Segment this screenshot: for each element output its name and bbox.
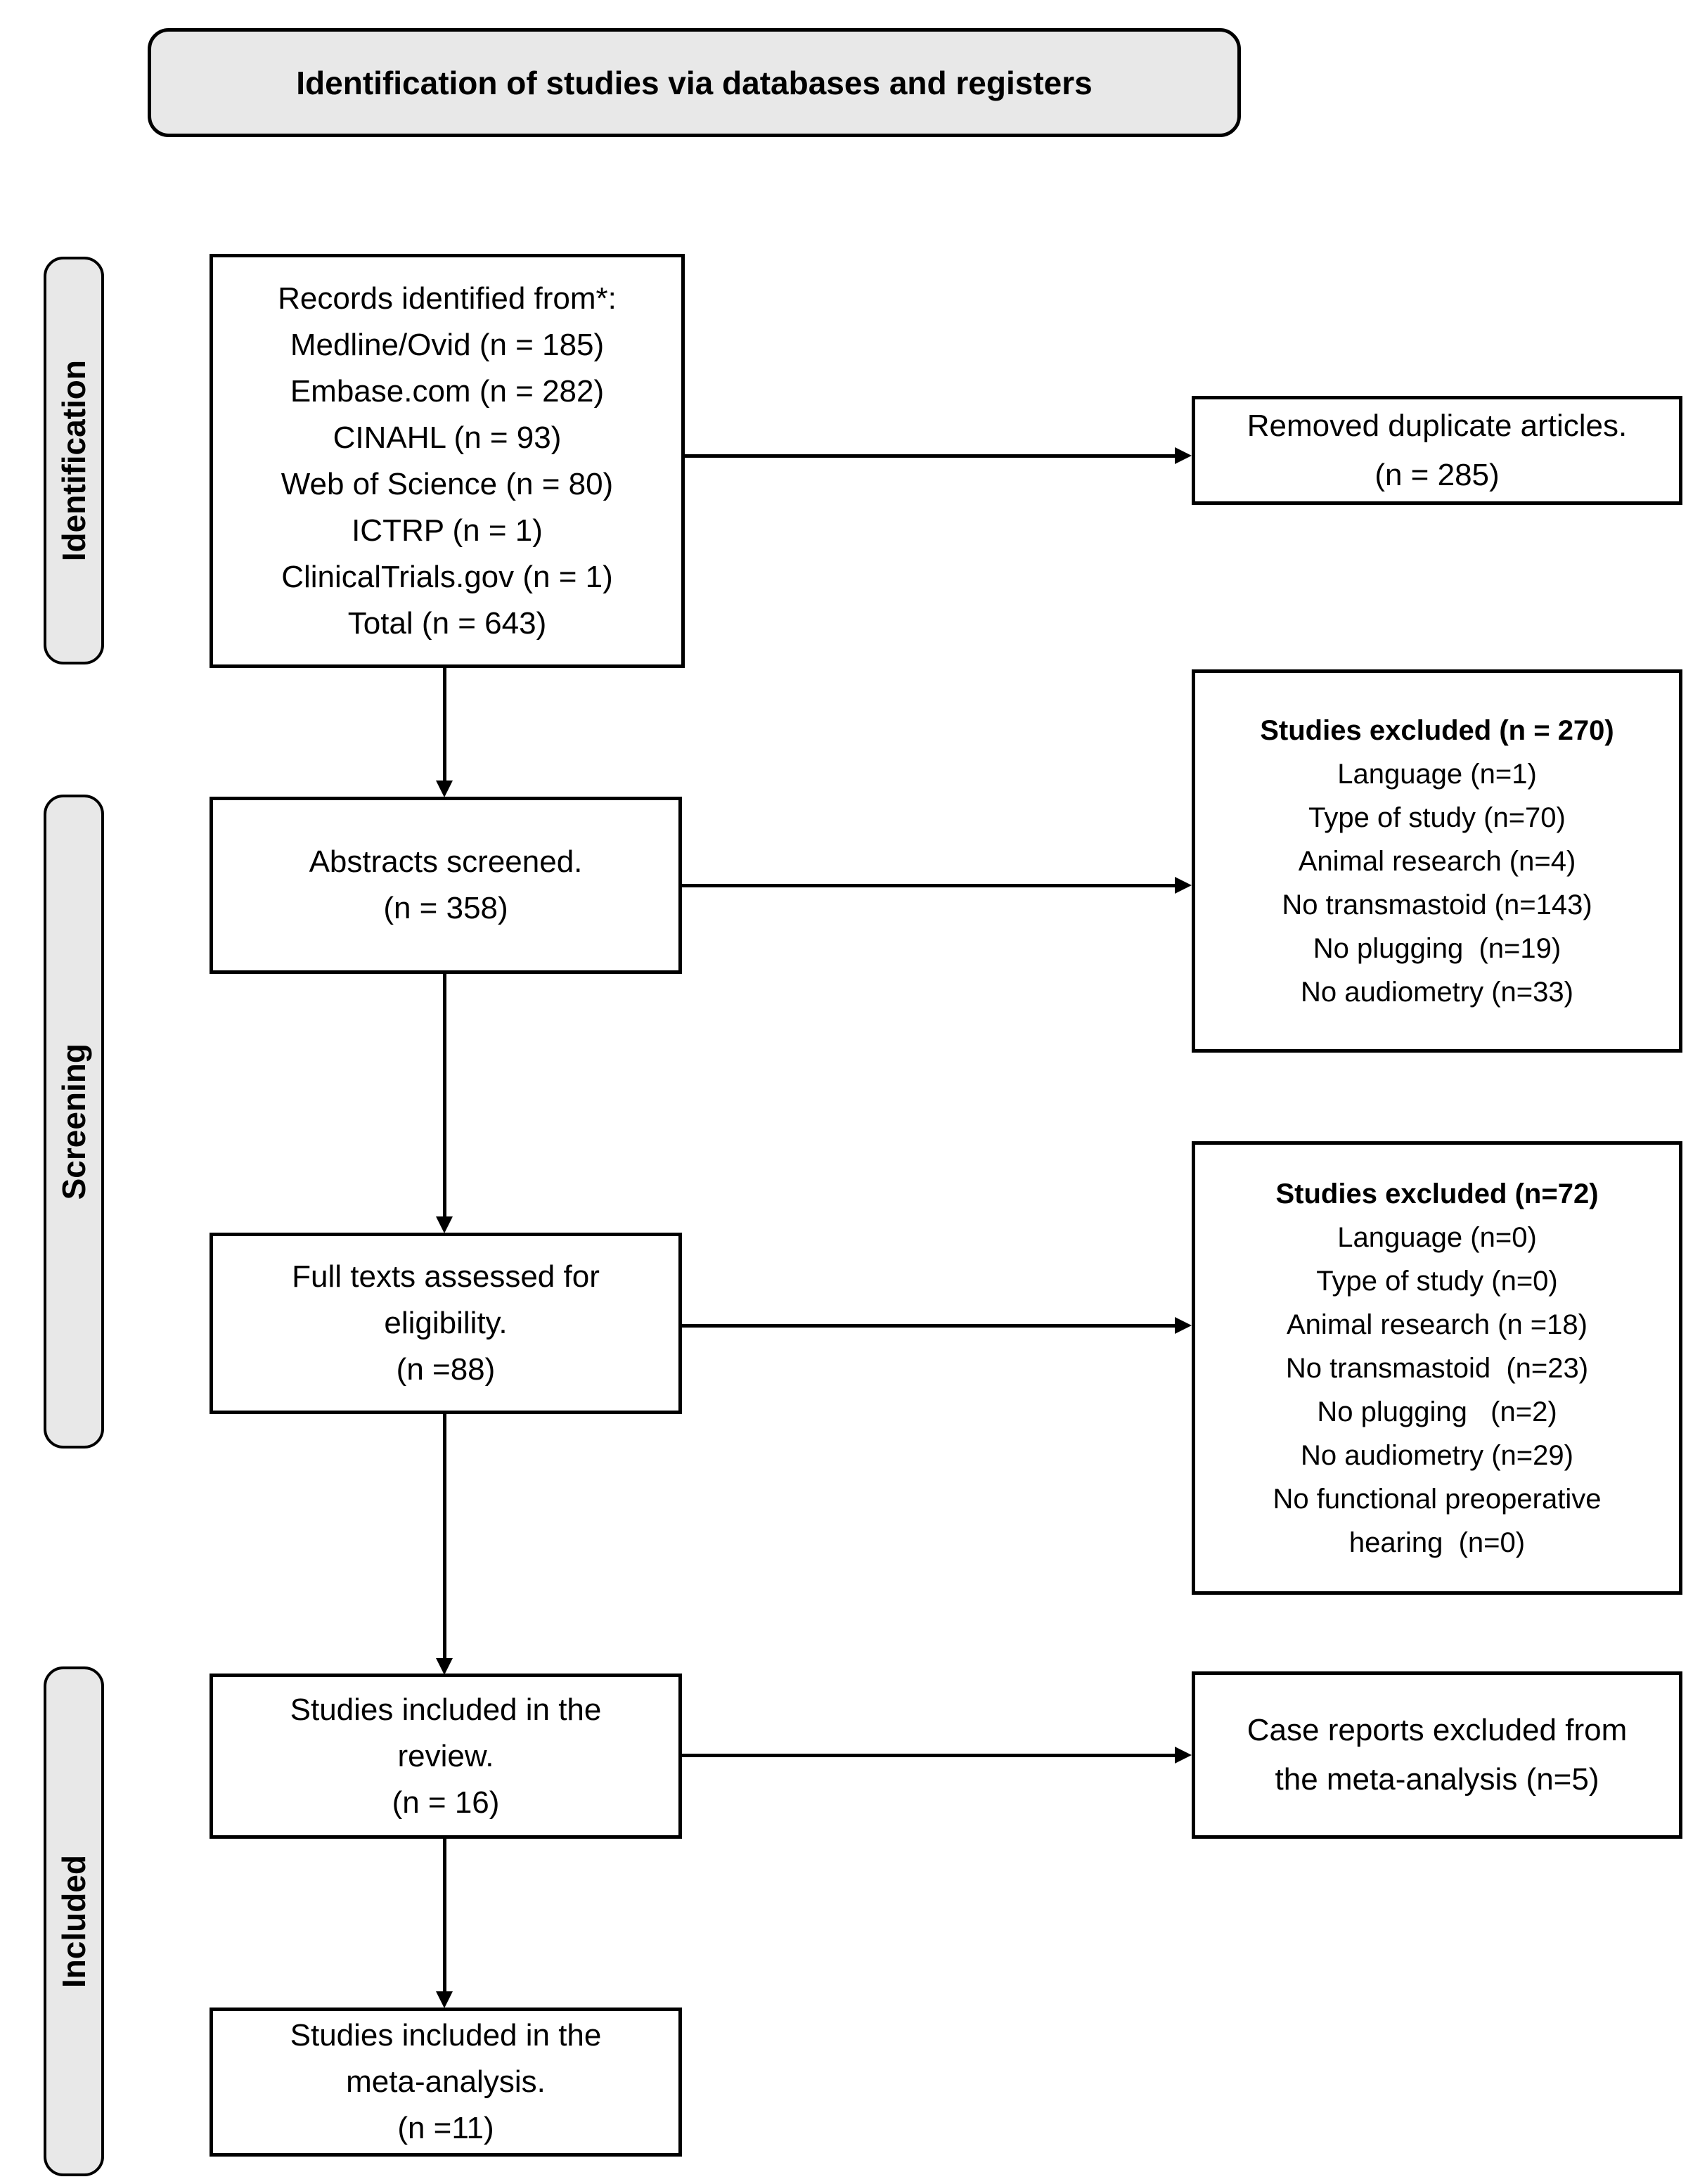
text-line: Animal research (n=4) [1298, 845, 1576, 877]
text-line: Removed duplicate articles. [1247, 408, 1628, 443]
text-line: Web of Science (n = 80) [281, 466, 614, 501]
arrow-full-texts-to-review-line [443, 1414, 446, 1659]
text-line: Language (n=1) [1337, 758, 1537, 790]
arrow-full-texts-to-excluded-line [681, 1324, 1176, 1328]
text-line: No plugging (n=2) [1317, 1396, 1557, 1427]
arrow-abstracts-to-excluded-line [681, 884, 1176, 887]
arrow-full-texts-to-excluded-head [1175, 1317, 1192, 1334]
text-line: ClinicalTrials.gov (n = 1) [281, 559, 613, 594]
text-line: Case reports excluded from [1247, 1713, 1628, 1747]
stage-bar-identification: Identification [44, 257, 104, 664]
arrow-abstracts-to-full-texts-line [443, 974, 446, 1217]
stage-label-included: Included [56, 1854, 92, 1989]
arrow-review-to-case-reports-line [681, 1754, 1176, 1757]
arrow-records-to-duplicates-line [683, 454, 1176, 458]
arrow-records-to-duplicates-head [1175, 447, 1192, 464]
arrow-abstracts-to-full-texts-head [436, 1216, 453, 1233]
studies-included-review-box: Studies included in the review. (n = 16) [210, 1674, 682, 1839]
stage-label-screening: Screening [56, 1043, 92, 1200]
stage-label-identification: Identification [56, 359, 92, 562]
diagram-title: Identification of studies via databases … [148, 28, 1241, 137]
arrow-review-to-case-reports-head [1175, 1747, 1192, 1764]
text-line: Total (n = 643) [347, 605, 547, 641]
diagram-title-text: Identification of studies via databases … [296, 64, 1093, 101]
excluded-full-texts-heading: Studies excluded (n=72) [1275, 1178, 1599, 1209]
text-line: the meta-analysis (n=5) [1275, 1762, 1599, 1797]
stage-bar-screening: Screening [44, 795, 104, 1448]
text-line: Type of study (n=70) [1308, 802, 1566, 833]
text-line: No audiometry (n=29) [1301, 1439, 1573, 1471]
removed-duplicates-box: Removed duplicate articles. (n = 285) [1192, 396, 1682, 505]
arrow-records-to-abstracts-head [436, 781, 453, 797]
text-line: eligibility. [384, 1306, 508, 1340]
full-texts-assessed-box: Full texts assessed for eligibility. (n =8… [210, 1233, 682, 1414]
text-line: Language (n=0) [1337, 1221, 1537, 1253]
studies-excluded-abstracts-box: Studies excluded (n = 270) Language (n=1… [1192, 669, 1682, 1053]
text-line: No transmastoid (n=23) [1285, 1352, 1589, 1384]
text-line: Embase.com (n = 282) [290, 373, 605, 409]
text-line: No functional preoperative [1273, 1483, 1602, 1515]
studies-excluded-full-texts-box: Studies excluded (n=72) Language (n=0) Ty… [1192, 1141, 1682, 1595]
arrow-records-to-abstracts-line [443, 668, 446, 782]
text-line: (n =11) [397, 2111, 494, 2145]
text-line: (n = 358) [383, 891, 508, 925]
text-line: meta-analysis. [346, 2064, 546, 2099]
studies-included-meta-analysis-box: Studies included in the meta-analysis. (n … [210, 2008, 682, 2157]
arrow-full-texts-to-review-head [436, 1658, 453, 1675]
text-line: No transmastoid (n=143) [1282, 889, 1592, 920]
text-line: review. [397, 1738, 494, 1773]
abstracts-screened-box: Abstracts screened. (n = 358) [210, 797, 682, 974]
text-line: Abstracts screened. [309, 844, 583, 879]
text-line: hearing (n=0) [1348, 1527, 1526, 1558]
text-line: Studies included in the [290, 2018, 602, 2053]
text-line: No plugging (n=19) [1313, 932, 1561, 964]
text-line: Type of study (n=0) [1316, 1265, 1558, 1297]
text-line: Medline/Ovid (n = 185) [290, 327, 605, 362]
text-line: (n = 16) [392, 1785, 500, 1820]
records-identified-box: Records identified from*: Medline/Ovid (n… [210, 254, 685, 668]
arrow-review-to-meta-analysis-head [436, 1991, 453, 2008]
arrow-abstracts-to-excluded-head [1175, 877, 1192, 894]
case-reports-excluded-box: Case reports excluded from the meta-analy… [1192, 1671, 1682, 1839]
text-line: Animal research (n =18) [1287, 1309, 1588, 1340]
excluded-abstracts-items: Language (n=1) Type of study (n=70) Animal… [1282, 752, 1592, 1014]
text-line: ICTRP (n = 1) [352, 513, 543, 548]
text-line: Full texts assessed for [292, 1259, 600, 1294]
excluded-full-texts-items: Language (n=0) Type of study (n=0) Animal … [1273, 1216, 1602, 1565]
text-line: Studies included in the [290, 1692, 602, 1727]
text-line: No audiometry (n=33) [1301, 976, 1573, 1008]
stage-bar-included: Included [44, 1666, 104, 2176]
arrow-review-to-meta-analysis-line [443, 1839, 446, 1992]
excluded-abstracts-heading: Studies excluded (n = 270) [1260, 714, 1614, 746]
text-line: (n =88) [396, 1352, 496, 1387]
text-line: Records identified from*: [278, 281, 617, 316]
text-line: CINAHL (n = 93) [333, 420, 562, 455]
text-line: (n = 285) [1374, 457, 1500, 492]
